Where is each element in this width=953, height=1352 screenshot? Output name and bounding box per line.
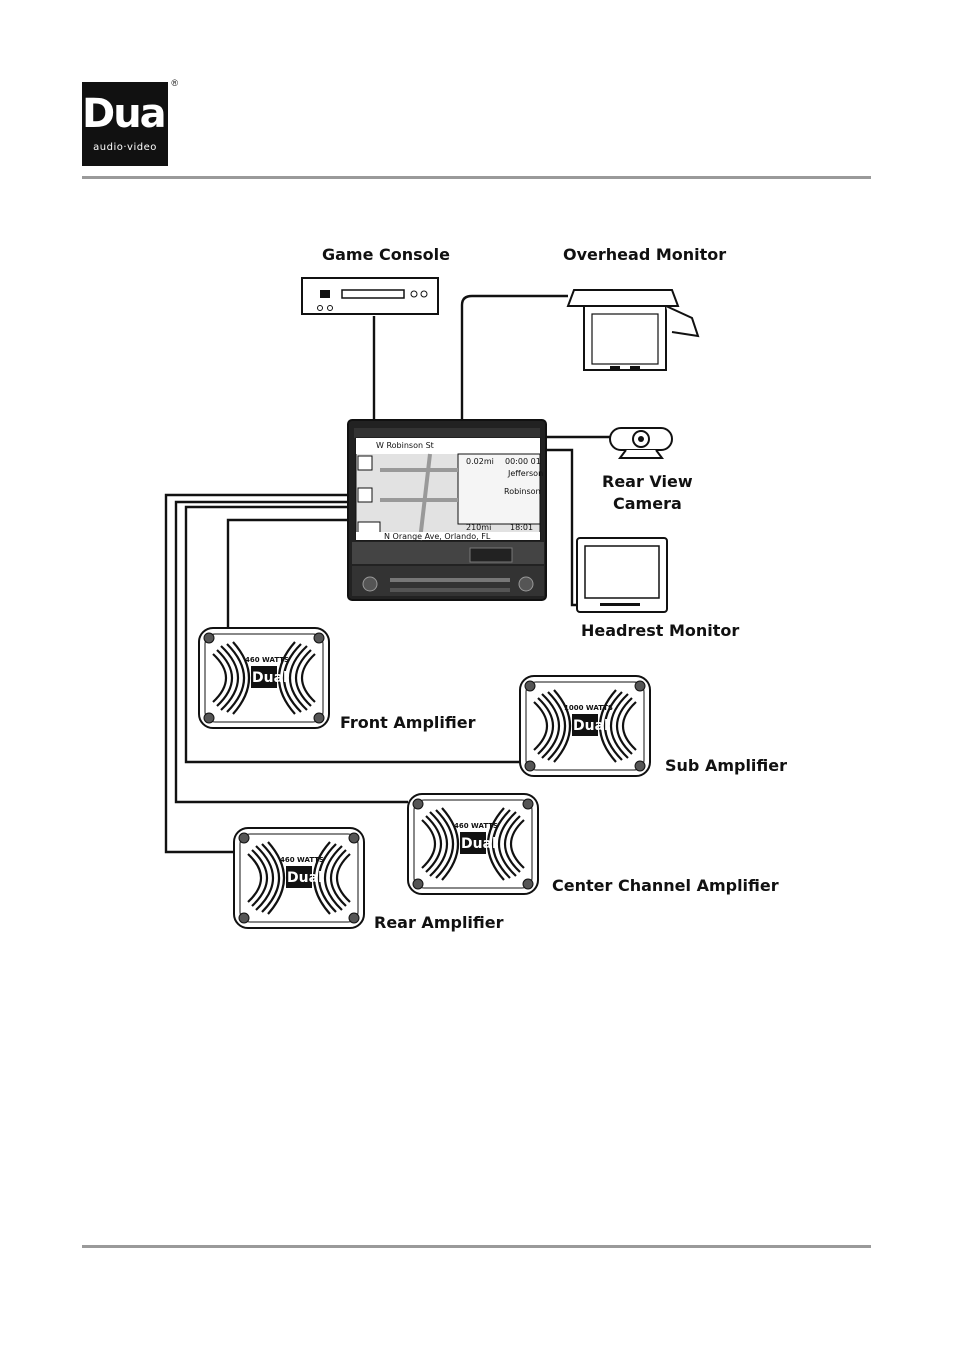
front-amplifier: 460 WATTS Dual [197,626,331,730]
sub-amp-badge: Dual [573,718,609,734]
center-channel-amplifier: 460 WATTS Dual [406,792,540,896]
map-poi2: Robinson [504,487,541,496]
head-unit-icon: W Robinson St 0.02mi 00:00 01 Jefferson … [347,419,547,601]
game-console-icon [301,277,439,315]
map-poi1: Jefferson [507,469,543,478]
overhead-monitor-icon [566,289,700,371]
center-amp-watts: 460 WATTS [454,822,498,830]
rear-view-camera-icon [609,427,673,459]
wires [164,294,610,854]
map-time1: 00:00 01 [505,457,541,466]
logo-sub-text: audio·video [93,142,157,153]
label-game-console: Game Console [322,245,450,264]
label-rear-amplifier: Rear Amplifier [374,913,504,932]
bottom-rule [82,1245,871,1248]
map-time2: 18:01 [510,523,533,532]
rear-amp-watts: 460 WATTS [280,856,324,864]
label-front-amplifier: Front Amplifier [340,713,476,732]
logo-main-text: Dual [82,91,178,137]
front-amp-watts: 460 WATTS [245,656,289,664]
label-sub-amplifier: Sub Amplifier [665,756,787,775]
logo-reg-mark: ® [171,78,178,88]
headrest-monitor-icon [576,537,668,613]
map-dist1: 0.02mi [466,457,494,466]
label-headrest-monitor: Headrest Monitor [581,621,739,640]
sub-amplifier: 1000 WATTS Dual [518,674,652,778]
label-rear-view-camera-1: Rear View [602,472,693,491]
label-center-channel-amplifier: Center Channel Amplifier [552,876,779,895]
rear-amplifier: 460 WATTS Dual [232,826,366,930]
label-rear-view-camera-2: Camera [613,494,682,513]
rear-amp-badge: Dual [287,870,323,886]
map-street-bottom: N Orange Ave, Orlando, FL [384,532,491,541]
map-street-top: W Robinson St [376,441,434,450]
front-amp-badge: Dual [252,670,288,686]
center-amp-badge: Dual [461,836,497,852]
dual-logo: Dual audio·video ® [82,78,178,166]
map-dist2: 210mi [466,523,491,532]
top-rule [82,176,871,179]
sub-amp-watts: 1000 WATTS [564,704,613,712]
label-overhead-monitor: Overhead Monitor [563,245,726,264]
